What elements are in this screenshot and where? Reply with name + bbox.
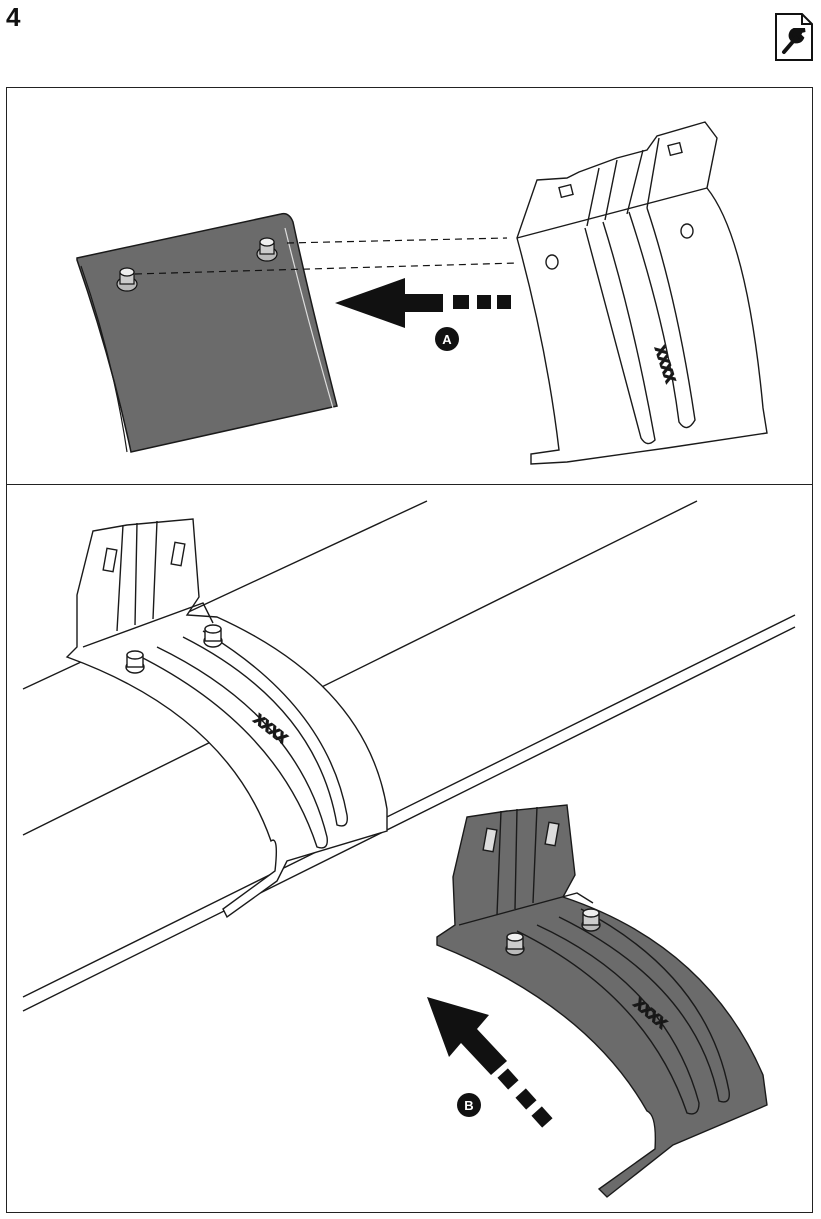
stud-right xyxy=(256,237,278,262)
direction-arrow-a: A xyxy=(335,278,511,351)
cover-plate xyxy=(76,212,338,453)
callout-b-label: B xyxy=(464,1098,473,1113)
callout-a-badge xyxy=(435,327,459,351)
wrench-document-icon xyxy=(775,13,813,61)
step-panel-b: XXXX XXXX B xyxy=(6,484,813,1213)
bracket-white: XXXX xyxy=(516,121,768,465)
step-panel-a: A XXXX xyxy=(6,87,813,485)
callout-b-badge xyxy=(457,1093,481,1117)
step-number: 4 xyxy=(6,2,21,32)
alignment-line-lower xyxy=(134,262,518,275)
panel-b-illustration: XXXX XXXX B xyxy=(22,500,796,1198)
callout-a-label: A xyxy=(442,332,452,347)
stud-left xyxy=(116,267,138,292)
bracket-dark: XXXX xyxy=(436,804,768,1198)
direction-arrow-b: B xyxy=(427,997,553,1128)
alignment-line-upper xyxy=(286,237,508,244)
bracket-installed: XXXX xyxy=(65,518,388,919)
panel-a-illustration: A XXXX xyxy=(76,121,768,465)
